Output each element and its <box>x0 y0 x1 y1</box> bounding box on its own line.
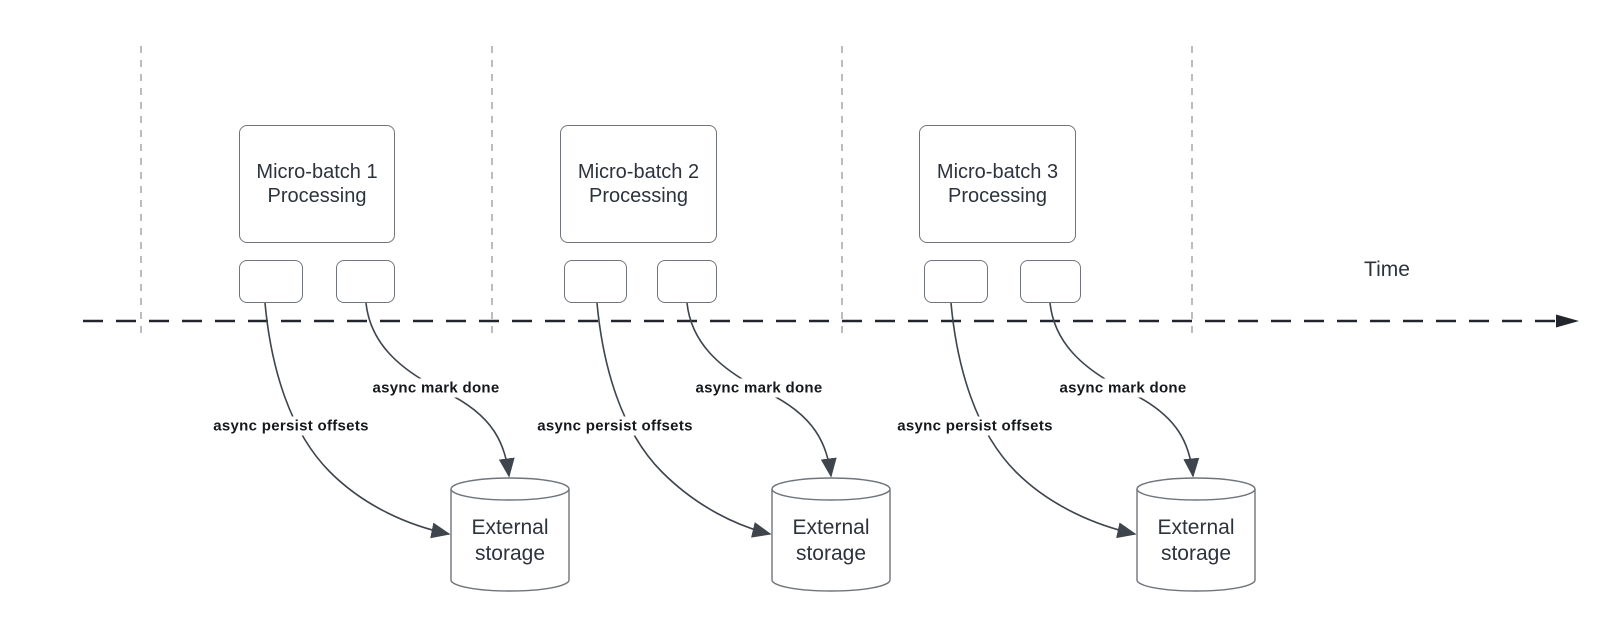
persist-offsets-label-2: async persist offsets <box>534 416 696 436</box>
time-axis-arrowhead <box>1556 314 1579 328</box>
mark-done-label-2: async mark done <box>692 378 826 398</box>
micro-batch-2-box: Micro-batch 2 Processing <box>560 125 717 243</box>
time-label: Time <box>1364 258 1410 281</box>
persist-source-box-1 <box>239 260 303 303</box>
mark-done-label-3: async mark done <box>1056 378 1190 398</box>
external-storage-label-1: External storage <box>471 516 549 565</box>
persist-offsets-arrow-3 <box>950 302 1137 539</box>
storage-cylinder-lip-3 <box>1136 488 1256 501</box>
storage-cylinder-3 <box>1136 477 1256 592</box>
micro-batch-3-box: Micro-batch 3 Processing <box>919 125 1076 243</box>
persist-offsets-arrow-2 <box>596 302 772 538</box>
micro-batch-1-box: Micro-batch 1 Processing <box>239 125 395 243</box>
storage-cylinder-1 <box>450 477 570 592</box>
external-storage-label-2: External storage <box>792 516 870 565</box>
persist-source-box-2 <box>564 260 627 303</box>
persist-offsets-arrow-1 <box>264 302 451 539</box>
done-source-box-3 <box>1020 260 1081 303</box>
storage-cylinder-lip-1 <box>450 488 570 501</box>
done-source-box-2 <box>657 260 717 303</box>
done-source-box-1 <box>336 260 395 303</box>
persist-offsets-label-1: async persist offsets <box>210 416 372 436</box>
storage-cylinder-2 <box>771 477 891 592</box>
storage-cylinder-lip-2 <box>771 488 891 501</box>
persist-source-box-3 <box>924 260 988 303</box>
persist-offsets-label-3: async persist offsets <box>894 416 1056 436</box>
external-storage-label-3: External storage <box>1157 516 1235 565</box>
mark-done-label-1: async mark done <box>369 378 503 398</box>
